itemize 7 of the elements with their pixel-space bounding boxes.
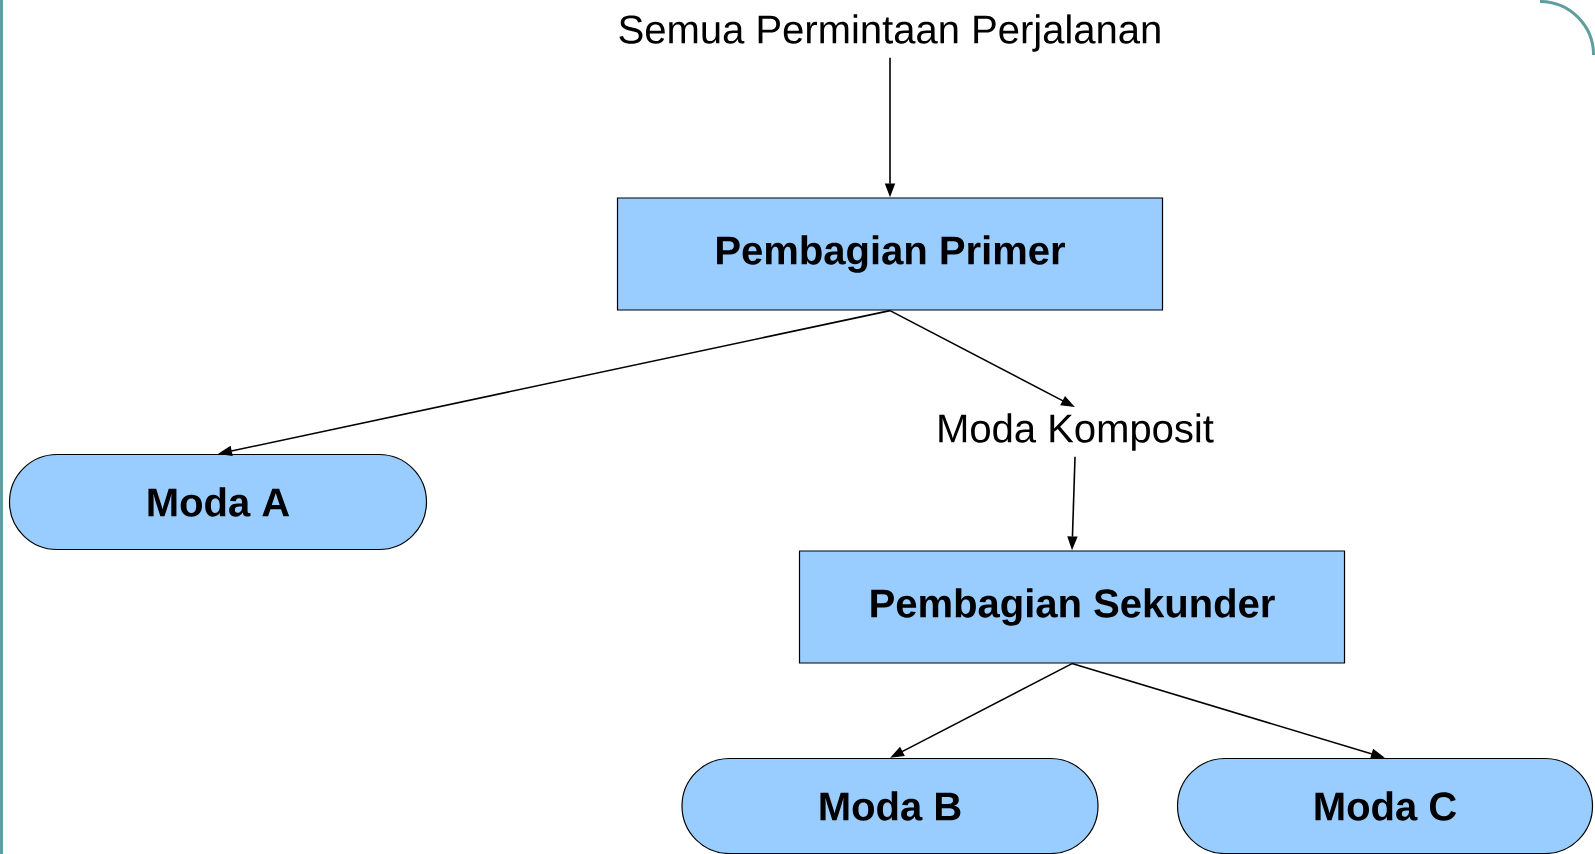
- caption-text: Moda Komposit: [939, 413, 1214, 451]
- process-box: Pembagian Sekunder: [798, 550, 1346, 664]
- mode-pill: Moda C: [1176, 757, 1594, 854]
- process-box: Pembagian Primer: [616, 197, 1164, 311]
- mode-pill: Moda A: [8, 453, 428, 551]
- caption-text: Semua Permintaan Perjalanan: [619, 14, 1160, 52]
- mode-pill: Moda B: [681, 757, 1099, 854]
